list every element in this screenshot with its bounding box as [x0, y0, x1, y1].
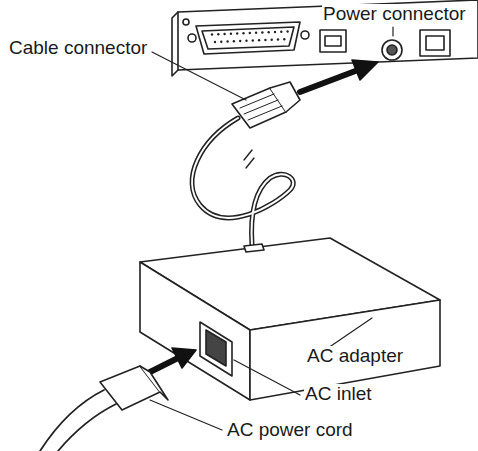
ac-inlet: [200, 322, 232, 376]
port-opening: [426, 36, 444, 50]
adapter-front: [140, 262, 250, 400]
break-mark: [244, 150, 254, 168]
panel-edge: [172, 12, 178, 76]
leader-line: [392, 27, 393, 36]
parallel-port: [196, 22, 300, 54]
leader-line: [234, 360, 300, 395]
cable-bushing: [244, 244, 264, 252]
plug-grip: [240, 94, 282, 120]
panel-screw: [183, 19, 189, 25]
insert-arrow: [300, 70, 358, 92]
part-label: AC power cord: [226, 420, 354, 441]
part-label: Cable connector: [8, 38, 148, 59]
leader-line: [150, 400, 222, 430]
power-connector: [382, 40, 402, 60]
ac-power-cord: [40, 390, 116, 451]
interface-port: [420, 30, 450, 56]
part-label: AC adapter: [306, 346, 404, 367]
inlet-socket: [206, 330, 226, 366]
jack-opening: [325, 36, 341, 46]
port-screw: [301, 31, 309, 39]
insert-arrowhead: [172, 348, 196, 368]
plug-face: [140, 366, 168, 400]
port-shell: [202, 27, 294, 49]
port-screw: [188, 34, 196, 42]
leader-line: [328, 318, 372, 348]
part-label: Power connector: [322, 4, 467, 25]
part-label: AC inlet: [304, 384, 373, 405]
port-pins: [211, 30, 289, 43]
insert-arrow: [150, 358, 178, 372]
dc-cable-core: [192, 118, 293, 245]
power-socket: [387, 45, 397, 55]
plug-tip: [270, 82, 300, 112]
insert-arrowhead: [352, 60, 378, 80]
modular-jack: [320, 30, 346, 52]
back-panel: [178, 0, 478, 70]
dc-cable: [192, 118, 293, 245]
leader-line: [152, 52, 246, 100]
